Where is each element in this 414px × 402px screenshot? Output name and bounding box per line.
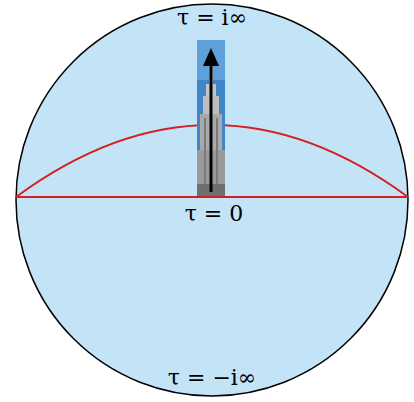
up-arrow [210, 62, 213, 192]
infinity-top-label: τ = i∞ [177, 7, 247, 29]
origin-label: τ = 0 [183, 202, 246, 226]
arrow-head [203, 48, 219, 66]
disk-boundary [16, 4, 408, 396]
red-slice [16, 196, 408, 198]
infinity-bottom-label: τ = −i∞ [168, 367, 256, 389]
building-picture [197, 40, 225, 196]
